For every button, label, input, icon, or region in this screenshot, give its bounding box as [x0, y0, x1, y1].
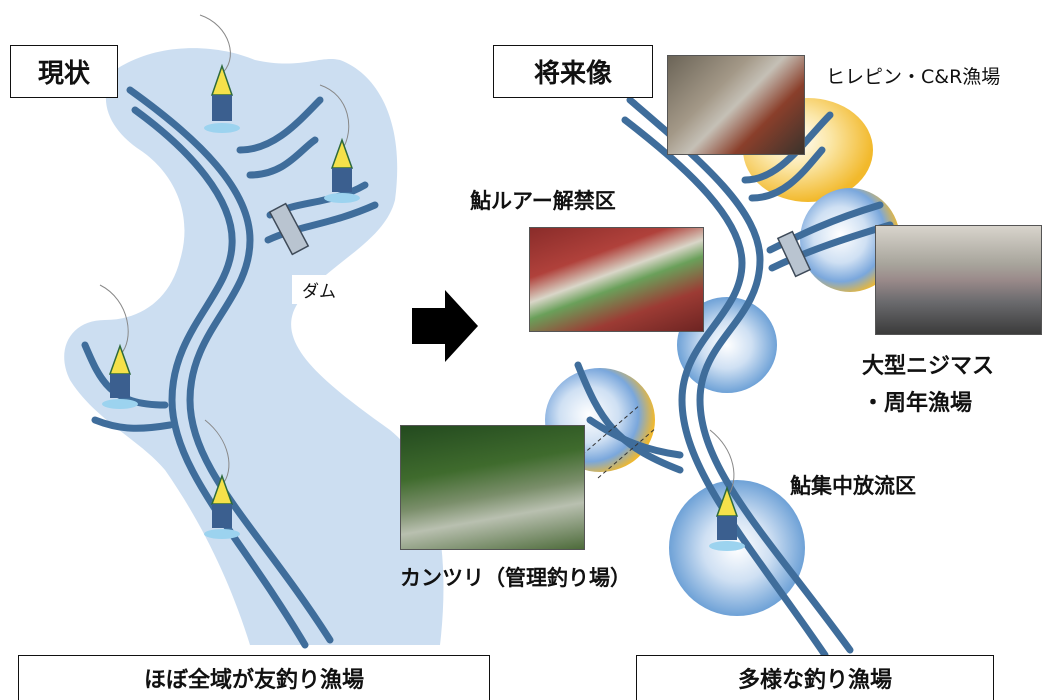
left-basin-area: [64, 48, 444, 645]
photo-rainbow-trout: [875, 225, 1042, 335]
label-managed: カンツリ（管理釣り場）: [400, 566, 631, 590]
label-lure: 鮎ルアー解禁区: [470, 189, 616, 213]
label-catch-release: ヒレピン・C&R漁場: [826, 66, 1001, 88]
dam-icon: [268, 202, 310, 256]
future-title-box: 将来像: [493, 45, 653, 98]
angler-icon: [709, 429, 745, 551]
angler-icon: [199, 14, 240, 133]
current-footer-box: ほぼ全域が友釣り漁場: [18, 655, 490, 700]
section-boundary: [597, 427, 657, 479]
angler-icon: [204, 419, 240, 539]
section-boundary: [581, 404, 641, 456]
future-footer: 多様な釣り漁場: [737, 668, 892, 693]
current-title-box: 現状: [10, 45, 118, 98]
future-title: 将来像: [533, 59, 612, 89]
right-arrow-icon: [412, 290, 478, 362]
current-title: 現状: [37, 59, 90, 89]
label-concentrated: 鮎集中放流区: [790, 474, 916, 498]
photo-lure-fish: [529, 227, 704, 332]
dam-icon: [776, 230, 812, 278]
angler-icon: [319, 84, 360, 203]
label-rainbow-1: 大型ニジマス: [862, 354, 995, 379]
angler-icon: [99, 284, 138, 409]
label-rainbow-2: ・周年漁場: [862, 391, 973, 416]
current-footer: ほぼ全域が友釣り漁場: [143, 668, 364, 693]
photo-catch-release: [667, 55, 805, 155]
photo-managed-pond: [400, 425, 585, 550]
future-footer-box: 多様な釣り漁場: [636, 655, 994, 700]
right-river: [574, 96, 894, 659]
dam-label: ダム: [292, 275, 346, 304]
